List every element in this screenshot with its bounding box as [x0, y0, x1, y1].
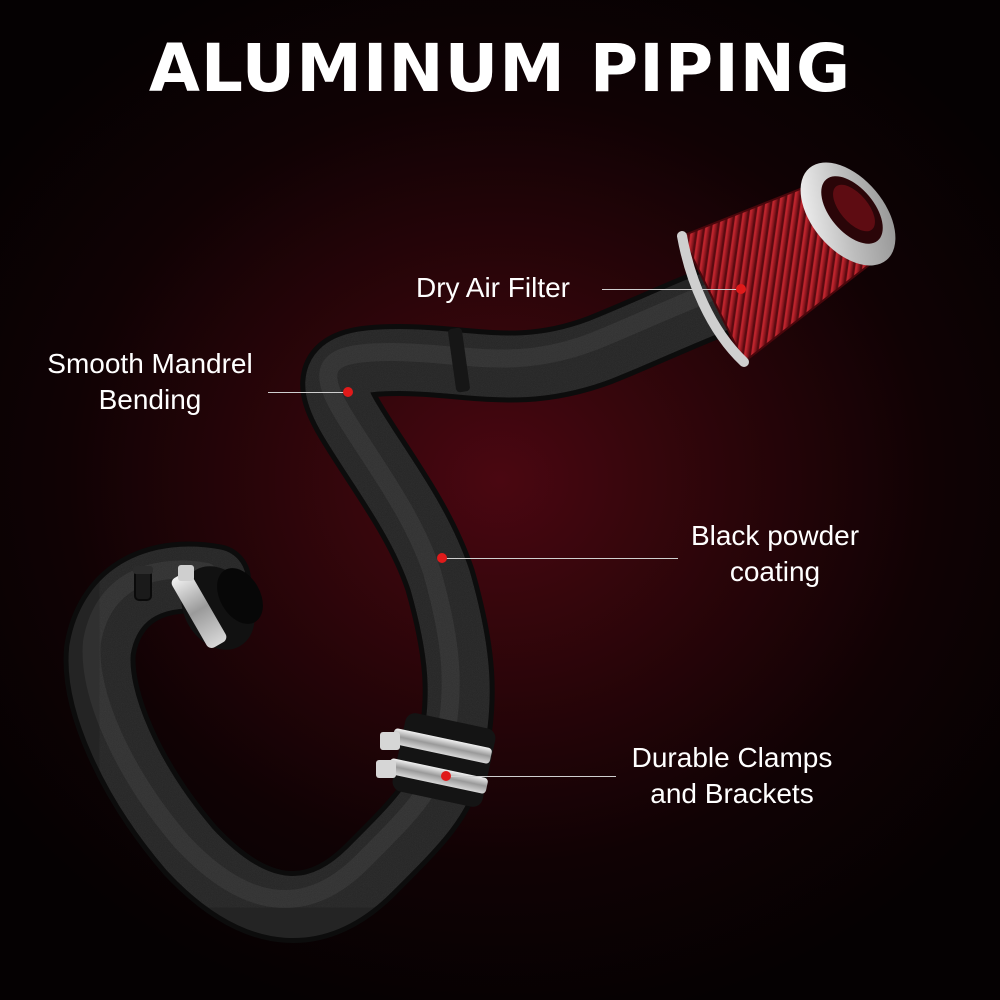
callout-clamps-line2: and Brackets: [650, 778, 814, 809]
callout-clamps: Durable Clamps and Brackets: [622, 740, 842, 812]
callout-clamps-line: [448, 776, 616, 777]
pipe-coupler: [448, 327, 470, 393]
callout-powder-coating-marker: [437, 553, 447, 563]
callout-mandrel-bending-line1: Smooth Mandrel: [47, 348, 253, 379]
lower-coupler-clamps: [376, 713, 496, 807]
callout-powder-coating-line2: coating: [729, 556, 821, 587]
callout-dry-air-filter-marker: [736, 284, 746, 294]
callout-clamps-line1: Durable Clamps: [631, 742, 833, 773]
callout-powder-coating-line: [446, 558, 678, 559]
callout-dry-air-filter: Dry Air Filter: [416, 270, 570, 306]
headline: ALUMINUM PIPING: [148, 30, 852, 107]
callout-mandrel-bending-line: [268, 392, 346, 393]
callout-mandrel-bending: Smooth Mandrel Bending: [38, 346, 262, 418]
callout-dry-air-filter-text: Dry Air Filter: [416, 272, 570, 303]
pipe-body: [63, 254, 781, 943]
callout-dry-air-filter-line: [602, 289, 740, 290]
callout-clamps-marker: [441, 771, 451, 781]
callout-powder-coating-line1: Black powder: [690, 520, 860, 551]
end-coupler-clamp: [171, 565, 263, 650]
callout-powder-coating: Black powder coating: [682, 518, 868, 590]
callout-mandrel-bending-line2: Bending: [98, 384, 202, 415]
callout-mandrel-bending-marker: [343, 387, 353, 397]
cone-air-filter: [677, 162, 896, 367]
pipe-inlet-stub: [133, 566, 153, 601]
